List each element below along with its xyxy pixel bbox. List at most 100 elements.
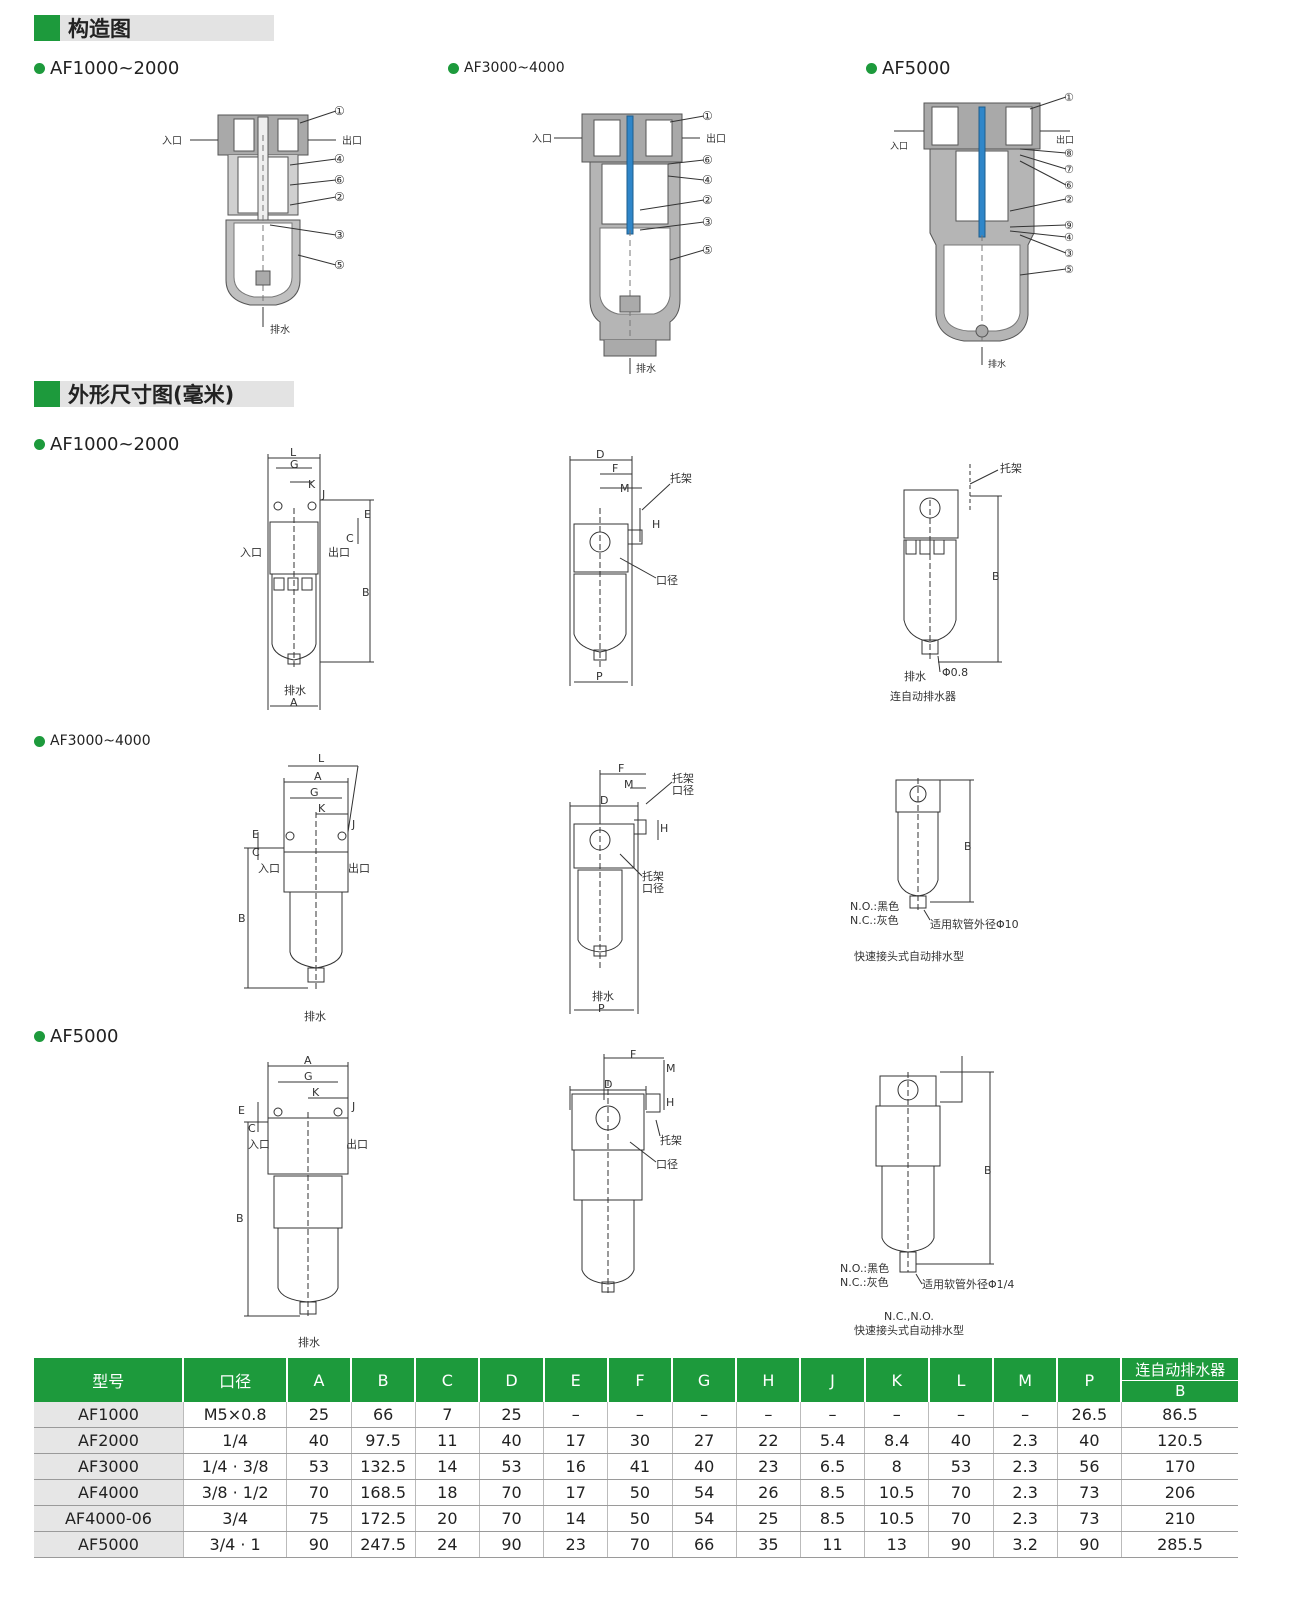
inlet-label: 入口 [532,134,552,145]
dim-letter: L [290,448,297,459]
header-sub-top: 连自动排水器 [1122,1360,1238,1381]
nc-gray-label: N.C.:灰色 [840,1275,889,1289]
bracket-label: 托架 [672,771,694,785]
value-cell: 23 [543,1531,608,1558]
phi-label: Φ0.8 [942,666,968,679]
value-cell: 1/4 · 3/8 [182,1453,287,1480]
port-label: 口径 [656,574,678,587]
value-cell: 25 [735,1505,801,1532]
value-cell: 172.5 [350,1505,416,1532]
structure-drawing-af1000: 入口 出口 排水 ① ④ ⑥ ② ③ ⑤ [162,104,362,336]
dim-letter: P [598,1002,605,1015]
inlet-label: 入口 [258,862,280,875]
value-cell: 70 [478,1479,544,1506]
outlet-label: 出口 [328,545,350,559]
value-cell: 27 [671,1427,737,1454]
model-cell: AF1000 [34,1402,184,1428]
table-header: 型号 [34,1358,184,1402]
value-cell: 35 [735,1531,801,1558]
model-cell: AF4000 [34,1479,184,1506]
table-header: J [799,1358,865,1402]
bullet-icon [448,62,459,74]
dimension-autodrain-af1000: 托架 B Φ0.8 排水 连自动排水器 [890,461,1022,703]
value-cell: 56 [1056,1453,1122,1480]
dim-letter: A [304,1054,312,1067]
dimension-front-af3000: L A G K J E C B 入口 出口 排水 [238,752,370,1023]
dim-letter: C [252,846,260,859]
value-cell: 50 [607,1479,673,1506]
value-cell: 285.5 [1120,1531,1238,1558]
value-cell: 75 [286,1505,352,1532]
model-name: AF5000 [882,58,951,79]
dim-letter: J [351,1100,355,1113]
drain-label: 排水 [304,1009,326,1023]
value-cell: – [607,1402,673,1428]
bullet-icon [34,1031,45,1042]
bullet-icon [34,63,45,74]
value-cell: 1/4 [182,1427,287,1454]
structure-model-label: AF3000~4000 [448,60,565,76]
table-header: A [285,1358,352,1402]
section-title: 外形尺寸图(毫米) [60,381,294,407]
callout: ⑤ [334,258,345,272]
value-cell: 2.3 [992,1453,1058,1480]
drain-label: 排水 [270,323,290,336]
no-black-label: N.O.:黑色 [840,1261,889,1275]
callout: ⑤ [702,243,713,257]
dim-letter: H [652,518,660,531]
value-cell: 86.5 [1120,1402,1238,1428]
dim-letter: B [984,1164,992,1177]
value-cell: 22 [735,1427,801,1454]
value-cell: 90 [928,1531,994,1558]
callout: ⑥ [702,153,713,167]
value-cell: – [864,1402,929,1428]
dim-letter: K [308,478,316,491]
dim-letter: E [252,828,259,841]
dimension-autodrain-af5000: B N.O.:黑色 N.C.:灰色 适用软管外径Φ1/4 N.C.,N.O. 快… [840,1056,1014,1337]
value-cell: 3.2 [992,1531,1058,1558]
table-header-row: 型号 口径 A B C D E F G H J K L M P 连自动排水器 B [34,1358,1238,1402]
bullet-icon [34,439,45,450]
value-cell: 2.3 [992,1479,1058,1506]
value-cell: 132.5 [350,1453,416,1480]
bracket-label: 托架 [660,1133,682,1147]
dim-letter: D [600,794,608,807]
value-cell: – [735,1402,801,1428]
bullet-icon [866,63,877,74]
value-cell: 90 [286,1531,352,1558]
value-cell: 168.5 [350,1479,416,1506]
value-cell: 120.5 [1120,1427,1238,1454]
dim-letter: C [248,1122,256,1135]
table-header: H [735,1358,801,1402]
dim-letter: M [620,482,630,495]
value-cell: M5×0.8 [182,1402,287,1428]
value-cell: 70 [478,1505,544,1532]
dim-letter: E [364,508,371,521]
value-cell: 70 [286,1479,352,1506]
auto-drain-label: 连自动排水器 [890,689,956,703]
model-name: AF1000~2000 [50,58,180,79]
value-cell: 73 [1056,1505,1122,1532]
callout: ② [1064,193,1074,206]
value-cell: 97.5 [350,1427,416,1454]
value-cell: – [799,1402,865,1428]
value-cell: 41 [607,1453,673,1480]
table-header: E [542,1358,608,1402]
table-header: M [992,1358,1058,1402]
dim-letter: M [624,778,634,791]
table-header: P [1056,1358,1122,1402]
ncno-label: N.C.,N.O. [884,1310,934,1323]
callout: ⑤ [1064,263,1074,276]
value-cell: 24 [414,1531,480,1558]
callout: ⑦ [1064,163,1074,176]
dim-letter: B [362,586,370,599]
value-cell: 8 [864,1453,929,1480]
callout: ③ [334,228,345,242]
table-header: K [863,1358,929,1402]
value-cell: 10.5 [864,1505,929,1532]
table-header: G [671,1358,737,1402]
